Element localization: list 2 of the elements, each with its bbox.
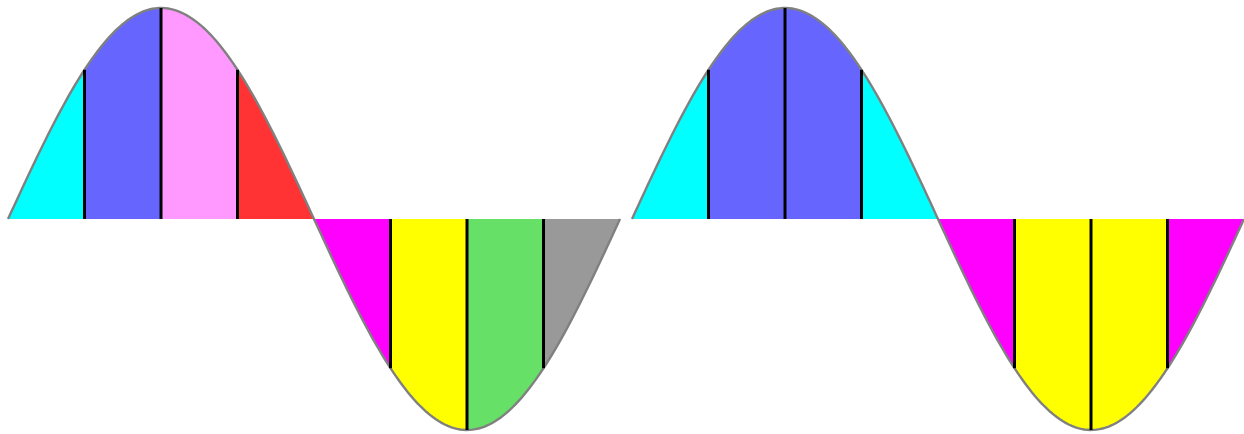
- sine-wave-drawing: [630, 6, 1244, 432]
- sine-wave-drawing: [6, 6, 622, 432]
